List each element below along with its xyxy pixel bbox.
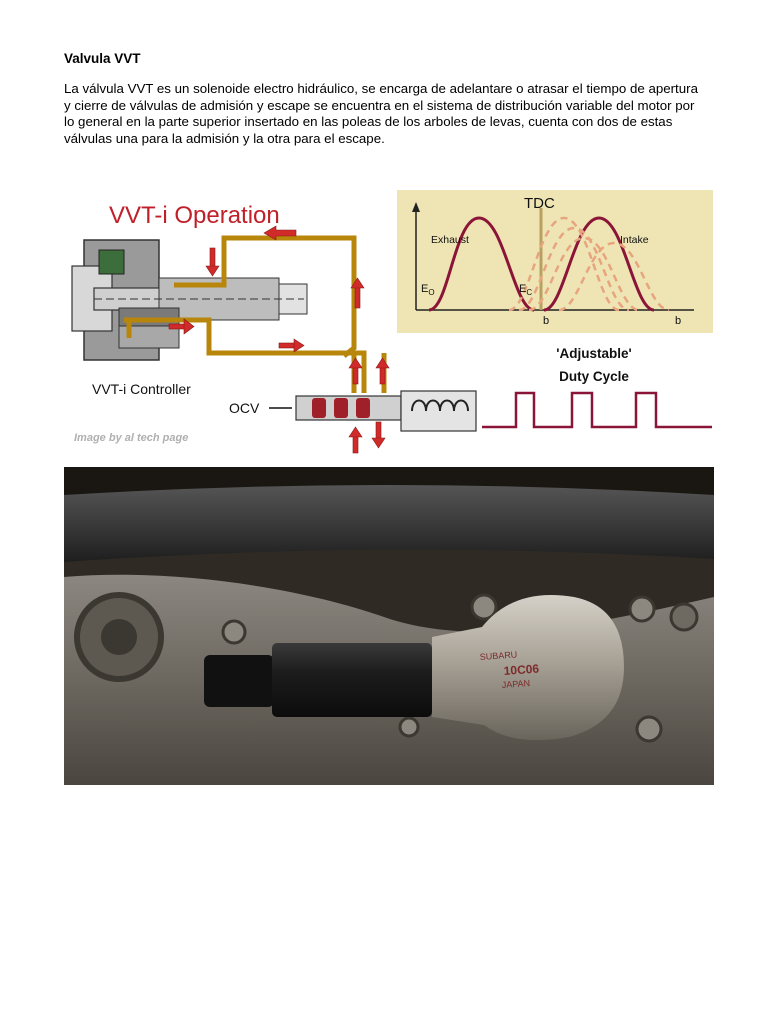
bolt-head (223, 621, 245, 643)
paragraph-line: lo general en la parte superior insertad… (64, 114, 714, 131)
bolt-head (400, 718, 418, 736)
paragraph-line: y cierre de válvulas de admisión y escap… (64, 98, 714, 115)
part-marking: JAPAN (501, 678, 530, 690)
duty-label-line1: 'Adjustable' (556, 346, 631, 361)
paragraph-line: válvulas una para la admisión y la otra … (64, 131, 714, 148)
document-title: Valvula VVT (64, 51, 141, 66)
timing-chart-background (397, 190, 713, 333)
duty-label-line2: Duty Cycle (559, 369, 629, 384)
paragraph-line: La válvula VVT es un solenoide electro h… (64, 81, 714, 98)
vvt-valve-photo: SUBARU 10C06 JAPAN (64, 467, 714, 785)
valve-timing-chart: TDC Exhaust Intake EO EC b b (397, 190, 713, 333)
controller-label: VVT-i Controller (92, 381, 191, 397)
diagram-heading: VVT-i Operation (109, 202, 280, 229)
axis-tick-label: b (675, 315, 681, 327)
vvti-operation-figure: VVT-i Operation (64, 188, 714, 460)
valve-connector (204, 655, 274, 707)
bolt-head (630, 597, 654, 621)
duty-cycle-waveform (482, 393, 712, 427)
ocv-label: OCV (229, 400, 260, 416)
body-paragraph: La válvula VVT es un solenoide electro h… (64, 81, 714, 147)
part-marking: 10C06 (503, 662, 540, 678)
bolt-head (671, 604, 697, 630)
tdc-label: TDC (524, 195, 555, 212)
exhaust-label: Exhaust (431, 234, 469, 246)
vvti-diagram-svg: VVT-i Operation (64, 188, 714, 460)
axis-tick-label: b (543, 315, 549, 327)
pulley-hub (101, 619, 137, 655)
vvt-photo-svg: SUBARU 10C06 JAPAN (64, 467, 714, 785)
intake-label: Intake (620, 234, 649, 246)
bolt-head (472, 595, 496, 619)
solenoid-coil (272, 643, 432, 717)
bolt-head (637, 717, 661, 741)
image-credit: Image by al tech page (74, 432, 188, 444)
